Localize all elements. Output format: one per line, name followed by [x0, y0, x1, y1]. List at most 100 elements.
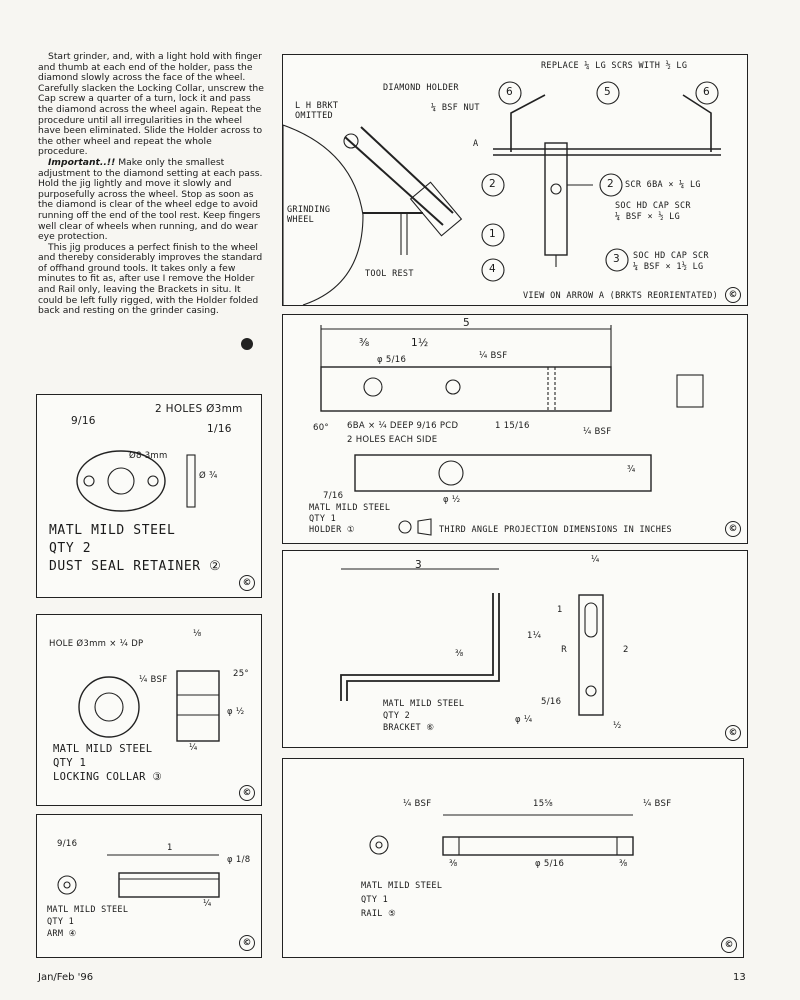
bracket-side-view-2: [346, 593, 500, 701]
end-mark-icon: [241, 338, 253, 350]
seal-svg: [76, 450, 196, 512]
copyright-icon: ©: [725, 521, 741, 537]
seal-qty: QTY 2: [49, 541, 92, 556]
collar-matl: MATL MILD STEEL: [53, 743, 153, 755]
rail-end-center: [375, 841, 383, 849]
bsf-nut-label: ¼ BSF NUT: [431, 103, 480, 113]
balloon-1: [481, 223, 505, 247]
holder-60deg: 60°: [313, 423, 329, 433]
bracket-d14: ¼: [591, 555, 600, 565]
arm-svg: [57, 854, 220, 898]
arm-phi: φ 1/8: [227, 855, 251, 865]
issue-date: Jan/Feb '96: [38, 972, 94, 983]
grinding-wheel-shape: [283, 124, 364, 305]
holder-h34: ¾: [627, 465, 636, 475]
balloon-6a-text: 6: [506, 86, 513, 98]
balloons: [481, 81, 719, 282]
balloon-5-text: 5: [604, 86, 611, 98]
balloon-6b: [695, 81, 719, 105]
dust-seal-drawing: 2 HOLES Ø3mm 9/16 1/16 Ø8 3mm Ø ¾ MATL M…: [36, 394, 262, 598]
bracket-d114: 1¼: [527, 631, 542, 641]
rail-end-view: [369, 835, 389, 855]
balloon-3: [605, 248, 629, 272]
holder-qty: QTY 1: [309, 514, 337, 524]
balloon-2b-text: 2: [607, 178, 614, 190]
copyright-icon: ©: [239, 935, 255, 951]
diamond-holder-block: [409, 181, 463, 237]
balloon-4-text: 4: [489, 263, 496, 275]
diamond-holder-label: DIAMOND HOLDER: [383, 83, 459, 93]
article-para-2-body: Make only the smallest adjustment to the…: [38, 156, 263, 243]
bracket-svg: [340, 568, 604, 716]
article-para-1: Start grinder, and, with a light hold wi…: [38, 51, 264, 158]
bracket-name: BRACKET ⑥: [383, 723, 435, 733]
balloon-2b: [599, 173, 623, 197]
seal-bore: [107, 467, 135, 495]
holder-body: [544, 142, 568, 256]
copyright-icon: ©: [721, 937, 737, 953]
holder-bsf2: ¼ BSF: [583, 427, 612, 437]
bracket-d2: 2: [623, 645, 629, 655]
holder-holes-note: 2 HOLES EACH SIDE: [347, 435, 438, 445]
bracket-qty: QTY 2: [383, 711, 411, 721]
balloon-6b-text: 6: [703, 86, 710, 98]
balloon-4: [481, 258, 505, 282]
arm-d916: 9/16: [57, 839, 78, 849]
soc1-label-b: ¼ BSF × ½ LG: [615, 212, 681, 222]
page-number: 13: [733, 972, 746, 983]
bracket-left: [510, 94, 546, 152]
holder-6ba: 6BA × ¼ DEEP 9/16 PCD: [347, 421, 459, 431]
bracket-slot: [584, 602, 598, 638]
arm-d14: ¼: [203, 899, 212, 909]
view-note: VIEW ON ARROW A (BRKTS REORIENTATED): [523, 291, 719, 301]
bracket-side-view: [340, 593, 494, 701]
wheel-label: WHEEL: [287, 215, 315, 225]
bracket-drawing: 3 ¼ 1 R 1¼ 2 ⅜ 5/16 φ ¼ ½ MATL MILD STEE…: [282, 550, 748, 748]
holder-matl: MATL MILD STEEL: [309, 503, 391, 513]
rail-bsf2: ¼ BSF: [643, 799, 672, 809]
holder-hole-1: [363, 377, 383, 397]
bracket-r: R: [561, 645, 568, 655]
soc2-label-b: ¼ BSF × 1½ LG: [633, 262, 704, 272]
bracket-d12: ½: [613, 721, 622, 731]
balloon-3-text: 3: [613, 253, 620, 265]
arm-drawing: 9/16 1 φ 1/8 ¼ MATL MILD STEEL QTY 1 ARM…: [36, 814, 262, 958]
balloon-5: [596, 81, 620, 105]
collar-bsf: ¼ BSF: [139, 675, 168, 685]
bracket-d3: 3: [415, 559, 422, 571]
assembly-drawing: REPLACE ¼ LG SCRS WITH ½ LG DIAMOND HOLD…: [282, 54, 748, 306]
scr-6ba-label: SCR 6BA × ¼ LG: [625, 180, 701, 190]
copyright-icon: ©: [239, 785, 255, 801]
copyright-icon: ©: [725, 287, 741, 303]
seal-d916: 9/16: [71, 415, 96, 427]
lh-brkt-label: L H BRKT: [295, 101, 339, 111]
collar-svg: [78, 670, 220, 742]
rail-body: [442, 836, 634, 856]
holder-1-15-16: 1 15/16: [495, 421, 530, 431]
holder-name: HOLDER ①: [309, 525, 355, 535]
seal-outer: [76, 450, 166, 512]
bracket-matl: MATL MILD STEEL: [383, 699, 465, 709]
rail-matl: MATL MILD STEEL: [361, 881, 443, 891]
copyright-icon: ©: [239, 575, 255, 591]
rail-name: RAIL ⑤: [361, 909, 397, 919]
holder-arm-line: [344, 136, 444, 226]
holder-front-hole: [438, 460, 464, 486]
rail-d516: φ 5/16: [535, 859, 565, 869]
projection-symbol-cone: [417, 518, 432, 536]
projection-note: THIRD ANGLE PROJECTION DIMENSIONS IN INC…: [439, 525, 672, 535]
holder-end-view: [676, 374, 704, 408]
bracket-d38: ⅜: [455, 649, 464, 659]
replace-note: REPLACE ¼ LG SCRS WITH ½ LG: [541, 61, 688, 71]
holder-w716: 7/16: [323, 491, 344, 501]
seal-side-view: [186, 454, 196, 508]
arm-end-hole: [63, 881, 71, 889]
pivot-circle: [343, 133, 359, 149]
arm-end-view: [57, 875, 77, 895]
holder-front-view: [354, 454, 652, 492]
collar-hole-note: HOLE Ø3mm × ¼ DP: [49, 639, 144, 649]
collar-name: LOCKING COLLAR ③: [53, 771, 163, 783]
holder-phi12: φ ½: [443, 495, 461, 505]
holder-hole-2: [445, 379, 461, 395]
seal-d116: 1/16: [207, 423, 232, 435]
